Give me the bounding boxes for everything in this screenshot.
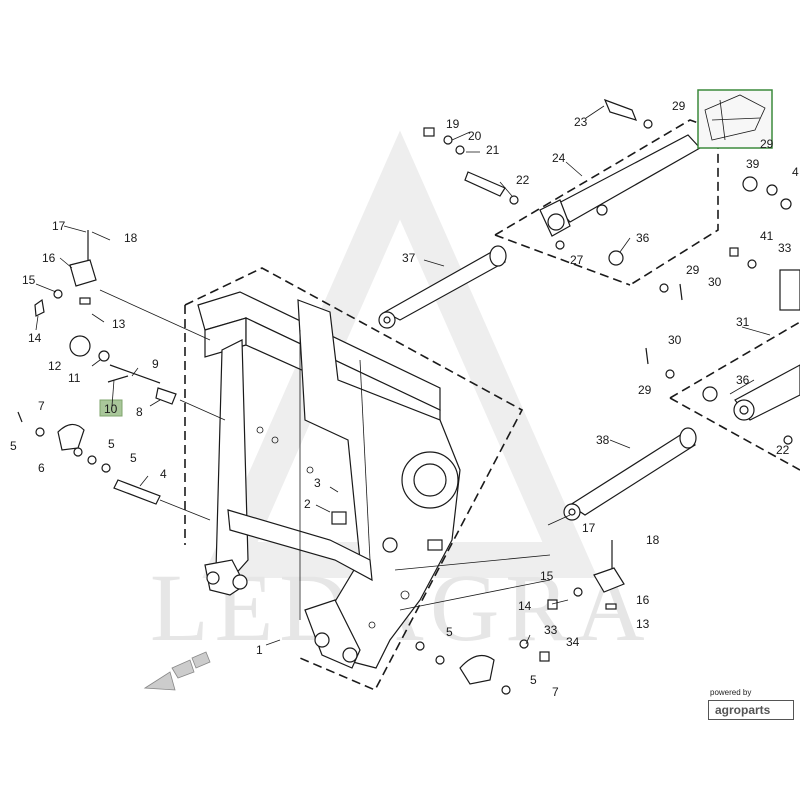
- callout-37[interactable]: 37: [402, 251, 416, 265]
- agroparts-brand-text: agroparts: [708, 700, 794, 720]
- callout-21[interactable]: 21: [486, 143, 500, 157]
- callout-4[interactable]: 4: [160, 467, 167, 481]
- upper-cylinder[interactable]: [423, 98, 701, 301]
- callout-16-lower[interactable]: 16: [636, 593, 650, 607]
- callout-5-d[interactable]: 5: [446, 625, 453, 639]
- callout-24[interactable]: 24: [552, 151, 566, 165]
- callout-1[interactable]: 1: [256, 643, 263, 657]
- callout-7-left[interactable]: 7: [38, 399, 45, 413]
- callout-8[interactable]: 8: [136, 405, 143, 419]
- powered-by-text: powered by: [710, 688, 752, 697]
- callout-30-lower[interactable]: 30: [668, 333, 682, 347]
- callout-6[interactable]: 6: [38, 461, 45, 475]
- highlight-box-10: [99, 399, 123, 417]
- agroparts-logo[interactable]: powered by agroparts: [706, 688, 798, 720]
- cylinder-group-lower-outline: [669, 321, 800, 471]
- frame-group-outline: [184, 267, 524, 692]
- callout-4-right[interactable]: 4: [792, 165, 799, 179]
- callout-19[interactable]: 19: [446, 117, 460, 131]
- callout-38[interactable]: 38: [596, 433, 610, 447]
- callout-34[interactable]: 34: [566, 635, 580, 649]
- callout-41[interactable]: 41: [760, 229, 774, 243]
- lower-cylinder[interactable]: [645, 347, 800, 445]
- callout-14[interactable]: 14: [28, 331, 42, 345]
- callout-29-mid[interactable]: 29: [686, 263, 700, 277]
- callout-3[interactable]: 3: [314, 476, 321, 490]
- arm-37[interactable]: [378, 245, 507, 329]
- right-parts[interactable]: [729, 176, 800, 311]
- callout-17-lower[interactable]: 17: [582, 521, 596, 535]
- callout-33-right[interactable]: 33: [778, 241, 792, 255]
- callout-29-lower[interactable]: 29: [638, 383, 652, 397]
- callout-14-lower[interactable]: 14: [518, 599, 532, 613]
- callout-13[interactable]: 13: [112, 317, 126, 331]
- callout-11[interactable]: 11: [68, 371, 81, 385]
- callout-labels: 17 18 16 15 14 13 12 11 9 8 10 7 5 6 5 5…: [10, 99, 799, 699]
- callout-15[interactable]: 15: [22, 273, 36, 287]
- callout-22-upper[interactable]: 22: [516, 173, 530, 187]
- left-parts[interactable]: [17, 230, 226, 521]
- callout-18[interactable]: 18: [124, 231, 138, 245]
- callout-31[interactable]: 31: [736, 315, 750, 329]
- callout-29-thumb[interactable]: 29: [760, 137, 774, 151]
- callout-29-upper[interactable]: 29: [672, 99, 686, 113]
- callout-2[interactable]: 2: [304, 497, 311, 511]
- callout-36-lower[interactable]: 36: [736, 373, 750, 387]
- callout-5-c[interactable]: 5: [130, 451, 137, 465]
- arm-38[interactable]: [547, 427, 697, 526]
- callout-33-lower[interactable]: 33: [544, 623, 558, 637]
- callout-5-b[interactable]: 5: [108, 437, 115, 451]
- callout-17[interactable]: 17: [52, 219, 66, 233]
- callout-5-a[interactable]: 5: [10, 439, 17, 453]
- callout-13-lower[interactable]: 13: [636, 617, 650, 631]
- callout-39[interactable]: 39: [746, 157, 760, 171]
- callout-27[interactable]: 27: [570, 253, 584, 267]
- callout-20[interactable]: 20: [468, 129, 482, 143]
- lower-right-parts[interactable]: [394, 540, 625, 695]
- callout-30-mid[interactable]: 30: [708, 275, 722, 289]
- callout-18-lower[interactable]: 18: [646, 533, 660, 547]
- callout-7-lower[interactable]: 7: [552, 685, 559, 699]
- callout-23[interactable]: 23: [574, 115, 588, 129]
- callout-22-lower[interactable]: 22: [776, 443, 790, 457]
- callout-9[interactable]: 9: [152, 357, 159, 371]
- thumbnail-inset[interactable]: [697, 89, 773, 149]
- callout-10[interactable]: 10: [104, 402, 118, 416]
- callout-36-upper[interactable]: 36: [636, 231, 650, 245]
- direction-arrow: [143, 651, 211, 691]
- callout-16[interactable]: 16: [42, 251, 56, 265]
- callout-12[interactable]: 12: [48, 359, 62, 373]
- main-frame[interactable]: [197, 291, 461, 669]
- leader-lines: [35, 105, 771, 646]
- callout-5-e[interactable]: 5: [530, 673, 537, 687]
- callout-15-lower[interactable]: 15: [540, 569, 554, 583]
